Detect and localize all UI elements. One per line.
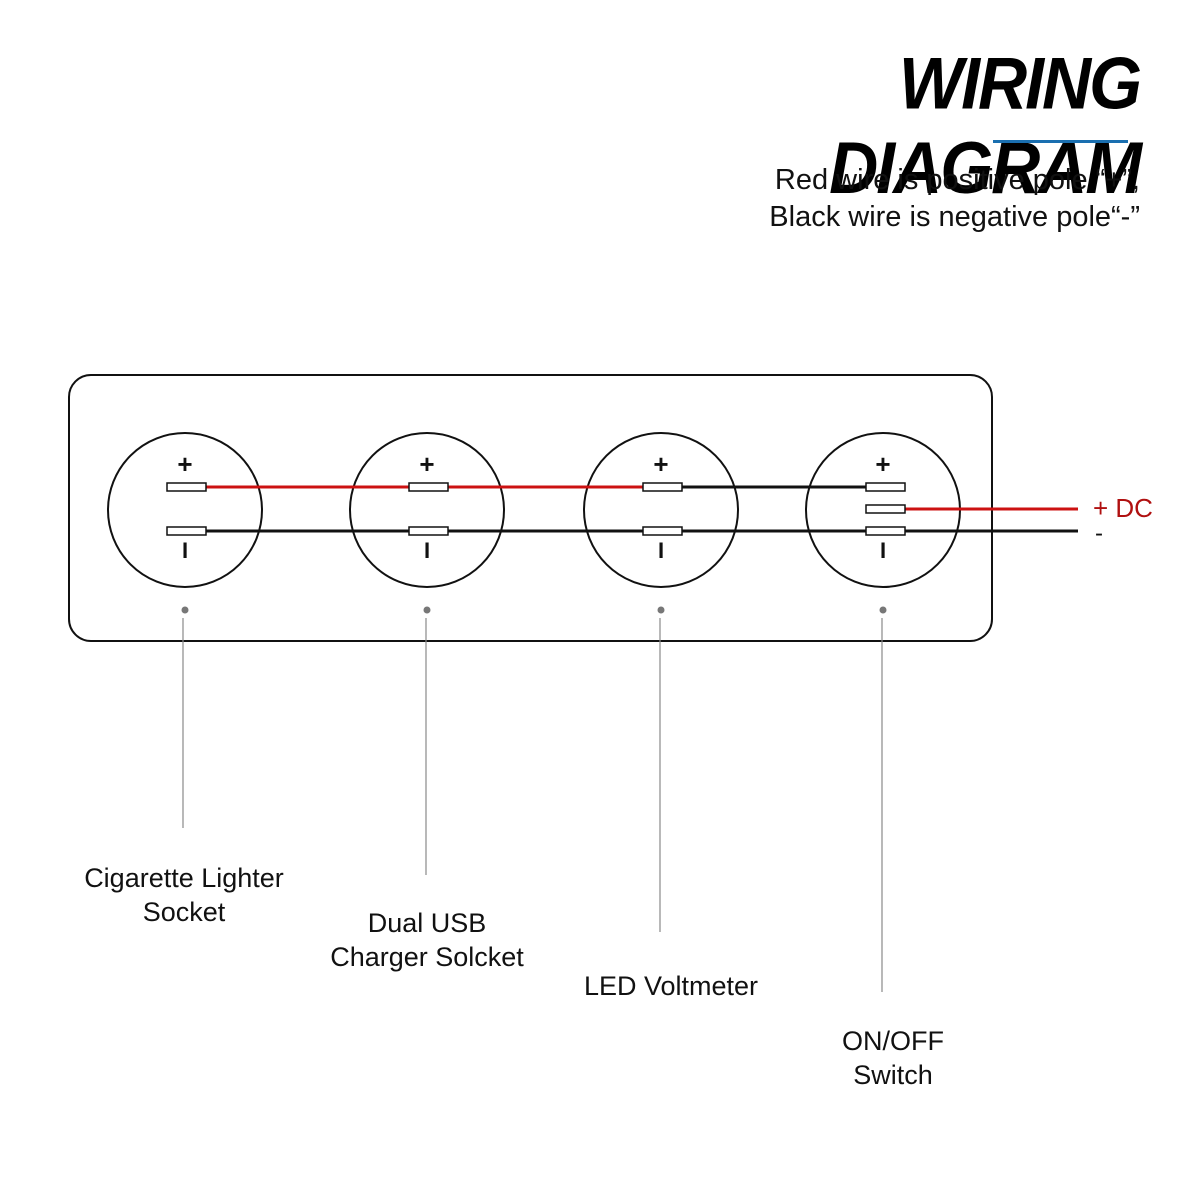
- label-line: Socket: [142, 897, 226, 927]
- negative-terminal: [408, 526, 449, 536]
- input-terminal: [865, 504, 906, 514]
- negative-terminal: [166, 526, 207, 536]
- negative-terminal: [642, 526, 683, 536]
- dc-negative-label: -: [1095, 520, 1103, 547]
- dc-positive-label: + DC: [1093, 493, 1153, 523]
- positive-terminal: [865, 482, 906, 492]
- label-line: Switch: [853, 1060, 933, 1090]
- callout-dot: [657, 606, 665, 614]
- switch-panel: [68, 374, 993, 642]
- callout-dot: [181, 606, 189, 614]
- label-line: Cigarette Lighter: [84, 863, 284, 893]
- minus-sign: I: [182, 538, 188, 563]
- cigarette-lighter-label: Cigarette Lighter Socket: [53, 861, 315, 929]
- plus-sign: +: [419, 449, 434, 479]
- label-line: Charger Solcket: [330, 942, 524, 972]
- negative-terminal: [865, 526, 906, 536]
- switch-label: ON/OFF Switch: [762, 1024, 1024, 1092]
- minus-sign: I: [424, 538, 430, 563]
- callout-dot: [879, 606, 887, 614]
- cigarette-lighter-module: [107, 432, 263, 588]
- label-line: Dual USB: [367, 908, 487, 938]
- callout-dot: [423, 606, 431, 614]
- title-underline: [993, 140, 1128, 143]
- plus-sign: +: [177, 449, 192, 479]
- negative-wire-note: Black wire is negative pole“-”: [769, 201, 1140, 233]
- usb-charger-module: [349, 432, 505, 588]
- plus-sign: +: [653, 449, 668, 479]
- voltmeter-module: [583, 432, 739, 588]
- positive-terminal: [166, 482, 207, 492]
- minus-sign: I: [880, 538, 886, 563]
- usb-charger-label: Dual USB Charger Solcket: [296, 906, 558, 974]
- minus-sign: I: [658, 538, 664, 563]
- plus-sign: +: [875, 449, 890, 479]
- label-line: LED Voltmeter: [583, 971, 759, 1001]
- positive-wire-note: Red wire is positive pole “+”,: [774, 164, 1140, 196]
- positive-terminal: [408, 482, 449, 492]
- positive-terminal: [642, 482, 683, 492]
- label-line: ON/OFF: [842, 1026, 944, 1056]
- voltmeter-label: LED Voltmeter: [540, 969, 802, 1003]
